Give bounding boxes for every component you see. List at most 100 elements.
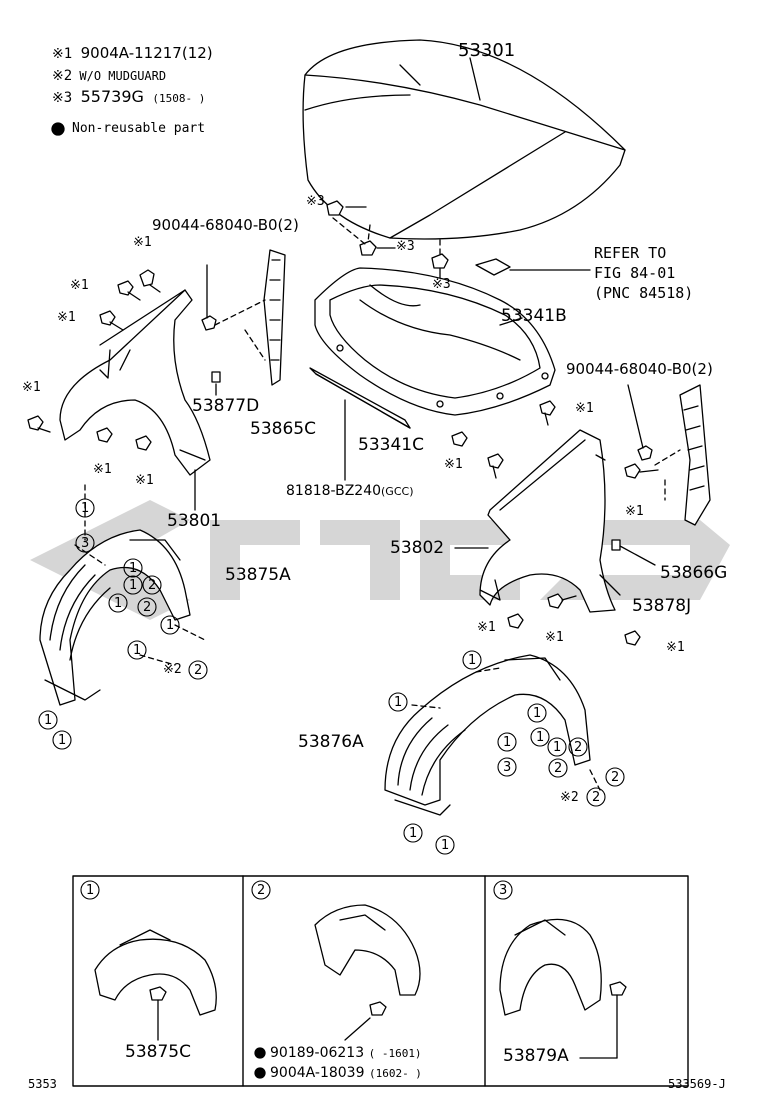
circle-num: 1 (129, 561, 138, 576)
mark-1-f: ※1 (135, 473, 154, 488)
mark-1-k: ※1 (545, 630, 564, 645)
circle-num: 1 (533, 706, 542, 721)
hood-drawing (302, 39, 626, 240)
circle-num: 2 (148, 578, 157, 593)
part-hood: 53301 (458, 40, 516, 61)
part-hood-insulator: 53341B (501, 306, 567, 326)
footer-code-right: 533569-J (668, 1077, 726, 1091)
legend-text-3: 55739G (80, 87, 144, 106)
detail-2-part-1-note: ( -1601) (368, 1047, 422, 1060)
part-emblem-note: (GCC) (381, 485, 414, 498)
circle-num: 1 (409, 826, 418, 841)
mark-3-hood-c: ※3 (432, 277, 451, 292)
circle-num: 2 (554, 761, 563, 776)
circle-num: 2 (143, 600, 152, 615)
part-right-bolt: 90044-68040-B0(2) (566, 360, 713, 378)
circle-num: 2 (592, 790, 601, 805)
refer-line-3: (PNC 84518) (594, 284, 694, 302)
circle-num: 1 (553, 740, 562, 755)
part-left-fender: 53801 (167, 511, 222, 531)
refer-line-2: FIG 84-01 (594, 264, 676, 282)
part-right-liner: 53876A (298, 732, 364, 752)
hood-clips (326, 200, 591, 279)
circle-num: 3 (503, 760, 512, 775)
hood-insulator-drawing (314, 267, 556, 416)
detail-1-drawing (94, 929, 217, 1041)
detail-2-part-1-number: 90189-06213 (270, 1045, 365, 1061)
detail-1-number: 1 (86, 883, 95, 898)
part-left-liner: 53875A (225, 565, 291, 585)
part-left-clip: 53877D (192, 396, 260, 416)
mark-1-c: ※1 (57, 310, 76, 325)
detail-2-number: 2 (257, 883, 266, 898)
refer-line-1: REFER TO (594, 244, 667, 262)
circle-num: 1 (536, 730, 545, 745)
part-left-bracket: 53865C (250, 419, 316, 439)
circle-num: 1 (114, 596, 123, 611)
mark-1-g: ※1 (575, 401, 594, 416)
circle-num: 2 (194, 663, 203, 678)
legend-mark-2: ※2 (52, 68, 73, 84)
right-fender-bolts (451, 400, 659, 646)
legend-text-2: W/O MUDGUARD (79, 69, 167, 83)
circle-num: 1 (468, 653, 477, 668)
circle-num: 1 (129, 578, 138, 593)
circle-markers (38, 498, 625, 900)
legend-note-3: (1508- ) (152, 92, 206, 105)
footer-code-left: 5353 (28, 1077, 57, 1091)
circle-num: 2 (611, 770, 620, 785)
part-left-bolt: 90044-68040-B0(2) (152, 216, 299, 234)
legend-non-reusable: Non-reusable part (72, 121, 206, 136)
part-hood-seal: 53341C (358, 435, 424, 455)
mark-1-a: ※1 (133, 235, 152, 250)
detail-1-part: 53875C (125, 1042, 191, 1062)
part-right-fender: 53802 (390, 538, 445, 558)
detail-3-part: 53879A (503, 1046, 569, 1066)
detail-2-drawing (314, 904, 421, 1041)
left-bracket-drawing (263, 249, 286, 386)
part-emblem: 81818-BZ240(GCC) (286, 484, 413, 498)
legend-item-1: ※1 9004A-11217(12) (52, 44, 213, 62)
circle-num: 1 (44, 713, 53, 728)
legend-mark-1: ※1 (52, 46, 73, 62)
circle-num: 3 (81, 536, 90, 551)
circle-num: 1 (394, 695, 403, 710)
circle-num: 1 (441, 838, 450, 853)
detail-2-part-2: 9004A-18039 (1602- ) (270, 1066, 422, 1080)
detail-2-part-1: 90189-06213 ( -1601) (270, 1046, 422, 1060)
mark-2-left: ※2 (163, 662, 182, 677)
detail-2-part-2-number: 9004A-18039 (270, 1065, 365, 1081)
mark-1-h: ※1 (444, 457, 463, 472)
circle-num: 1 (133, 643, 142, 658)
circle-num: 2 (574, 740, 583, 755)
circle-num: 1 (58, 733, 67, 748)
detail-3-number: 3 (499, 883, 508, 898)
mark-1-e: ※1 (93, 462, 112, 477)
detail-2-part-2-note: (1602- ) (368, 1067, 422, 1080)
mark-1-i: ※1 (625, 504, 644, 519)
circle-num: 1 (503, 735, 512, 750)
detail-3-drawing (499, 918, 627, 1059)
legend-mark-3: ※3 (52, 90, 73, 106)
mark-1-j: ※1 (477, 620, 496, 635)
left-fender-bolts (27, 269, 161, 451)
mark-1-b: ※1 (70, 278, 89, 293)
mark-2-right: ※2 (560, 790, 579, 805)
mark-3-hood-b: ※3 (396, 239, 415, 254)
mark-3-hood-a: ※3 (306, 194, 325, 209)
circle-num: 1 (166, 618, 175, 633)
right-bracket-drawing (679, 384, 711, 526)
legend-text-1: 9004A-11217(12) (80, 44, 213, 62)
right-fender-drawing (479, 429, 616, 613)
part-emblem-number: 81818-BZ240 (286, 483, 382, 499)
circle-num: 1 (81, 501, 90, 516)
part-right-clip: 53878J (632, 596, 692, 616)
part-right-bracket: 53866G (660, 563, 728, 583)
left-liner-drawing (39, 529, 191, 706)
mark-1-l: ※1 (666, 640, 685, 655)
left-fender-drawing (59, 289, 211, 476)
right-liner-drawing (384, 654, 591, 816)
legend-item-3: ※3 55739G (1508- ) (52, 87, 206, 106)
legend-item-2: ※2 W/O MUDGUARD (52, 69, 166, 83)
